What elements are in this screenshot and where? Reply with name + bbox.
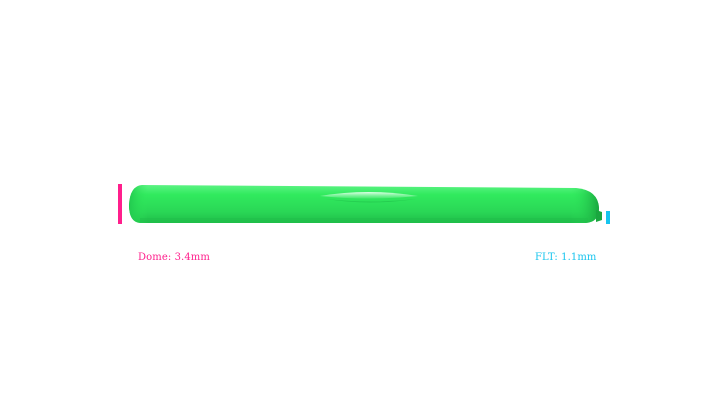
profile-band-edge-shade [129, 185, 599, 223]
dome-marker [118, 184, 122, 224]
profile-bottom-shade [140, 218, 588, 222]
flat-thickness-label: FLT: 1.1mm [535, 252, 597, 263]
dome-shadow [326, 199, 416, 203]
dome-highlight [320, 192, 418, 199]
dome-thickness-label: Dome: 3.4mm [138, 252, 210, 263]
flat-marker [606, 211, 610, 224]
right-notch [596, 210, 602, 222]
